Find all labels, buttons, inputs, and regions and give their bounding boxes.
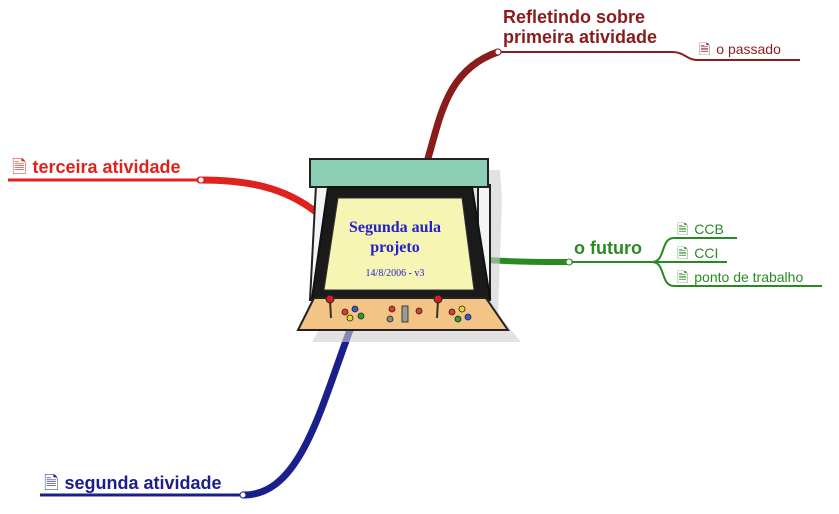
document-icon: 🗎: [677, 245, 689, 261]
arcade-cabinet-image[interactable]: [296, 158, 521, 342]
subtopic-ponto-de-trabalho-label: ponto de trabalho: [694, 269, 804, 285]
central-topic-title[interactable]: Segunda aula projeto: [348, 219, 442, 256]
subtopic-o-passado-label: o passado: [716, 41, 781, 57]
document-icon: 🗎: [12, 157, 27, 177]
branch-left-connector: [196, 176, 320, 216]
branch-right-fork-ponto: [651, 261, 822, 287]
topic-refletindo[interactable]: Refletindo sobre primeira atividade: [503, 7, 657, 47]
document-icon: 🗎: [677, 221, 689, 237]
subtopic-ccb-label: CCB: [694, 221, 724, 237]
subtopic-o-passado[interactable]: 🗎 o passado: [699, 41, 781, 57]
branch-top-node[interactable]: [494, 48, 502, 56]
branch-top-connector: [422, 48, 502, 169]
central-topic-date: 14/8/2006 - v3: [365, 268, 425, 279]
subtopic-ccb[interactable]: 🗎 CCB: [677, 221, 724, 237]
document-icon: 🗎: [677, 269, 689, 285]
topic-segunda-atividade-label: segunda atividade: [64, 473, 222, 493]
topic-o-futuro[interactable]: o futuro: [574, 238, 642, 258]
topic-segunda-atividade[interactable]: 🗎segunda atividade: [44, 473, 222, 493]
topic-terceira-atividade-label: terceira atividade: [32, 157, 181, 177]
branch-bottom-connector: [240, 326, 354, 499]
subtopic-cci[interactable]: 🗎 CCI: [677, 245, 718, 261]
topic-terceira-atividade[interactable]: 🗎terceira atividade: [12, 157, 181, 177]
subtopic-ponto-de-trabalho[interactable]: 🗎 ponto de trabalho: [677, 269, 803, 285]
subtopic-cci-label: CCI: [694, 245, 719, 261]
document-icon: 🗎: [699, 41, 711, 57]
topic-o-futuro-label: o futuro: [574, 238, 642, 258]
document-icon: 🗎: [44, 473, 59, 493]
branch-right-node[interactable]: [565, 258, 573, 266]
topic-refletindo-line2: primeira atividade: [503, 27, 658, 47]
topic-refletindo-line1: Refletindo sobre: [503, 7, 646, 27]
branch-left-node[interactable]: [197, 176, 205, 184]
branch-top-underline: [498, 51, 800, 61]
branch-bottom-node[interactable]: [239, 491, 247, 499]
